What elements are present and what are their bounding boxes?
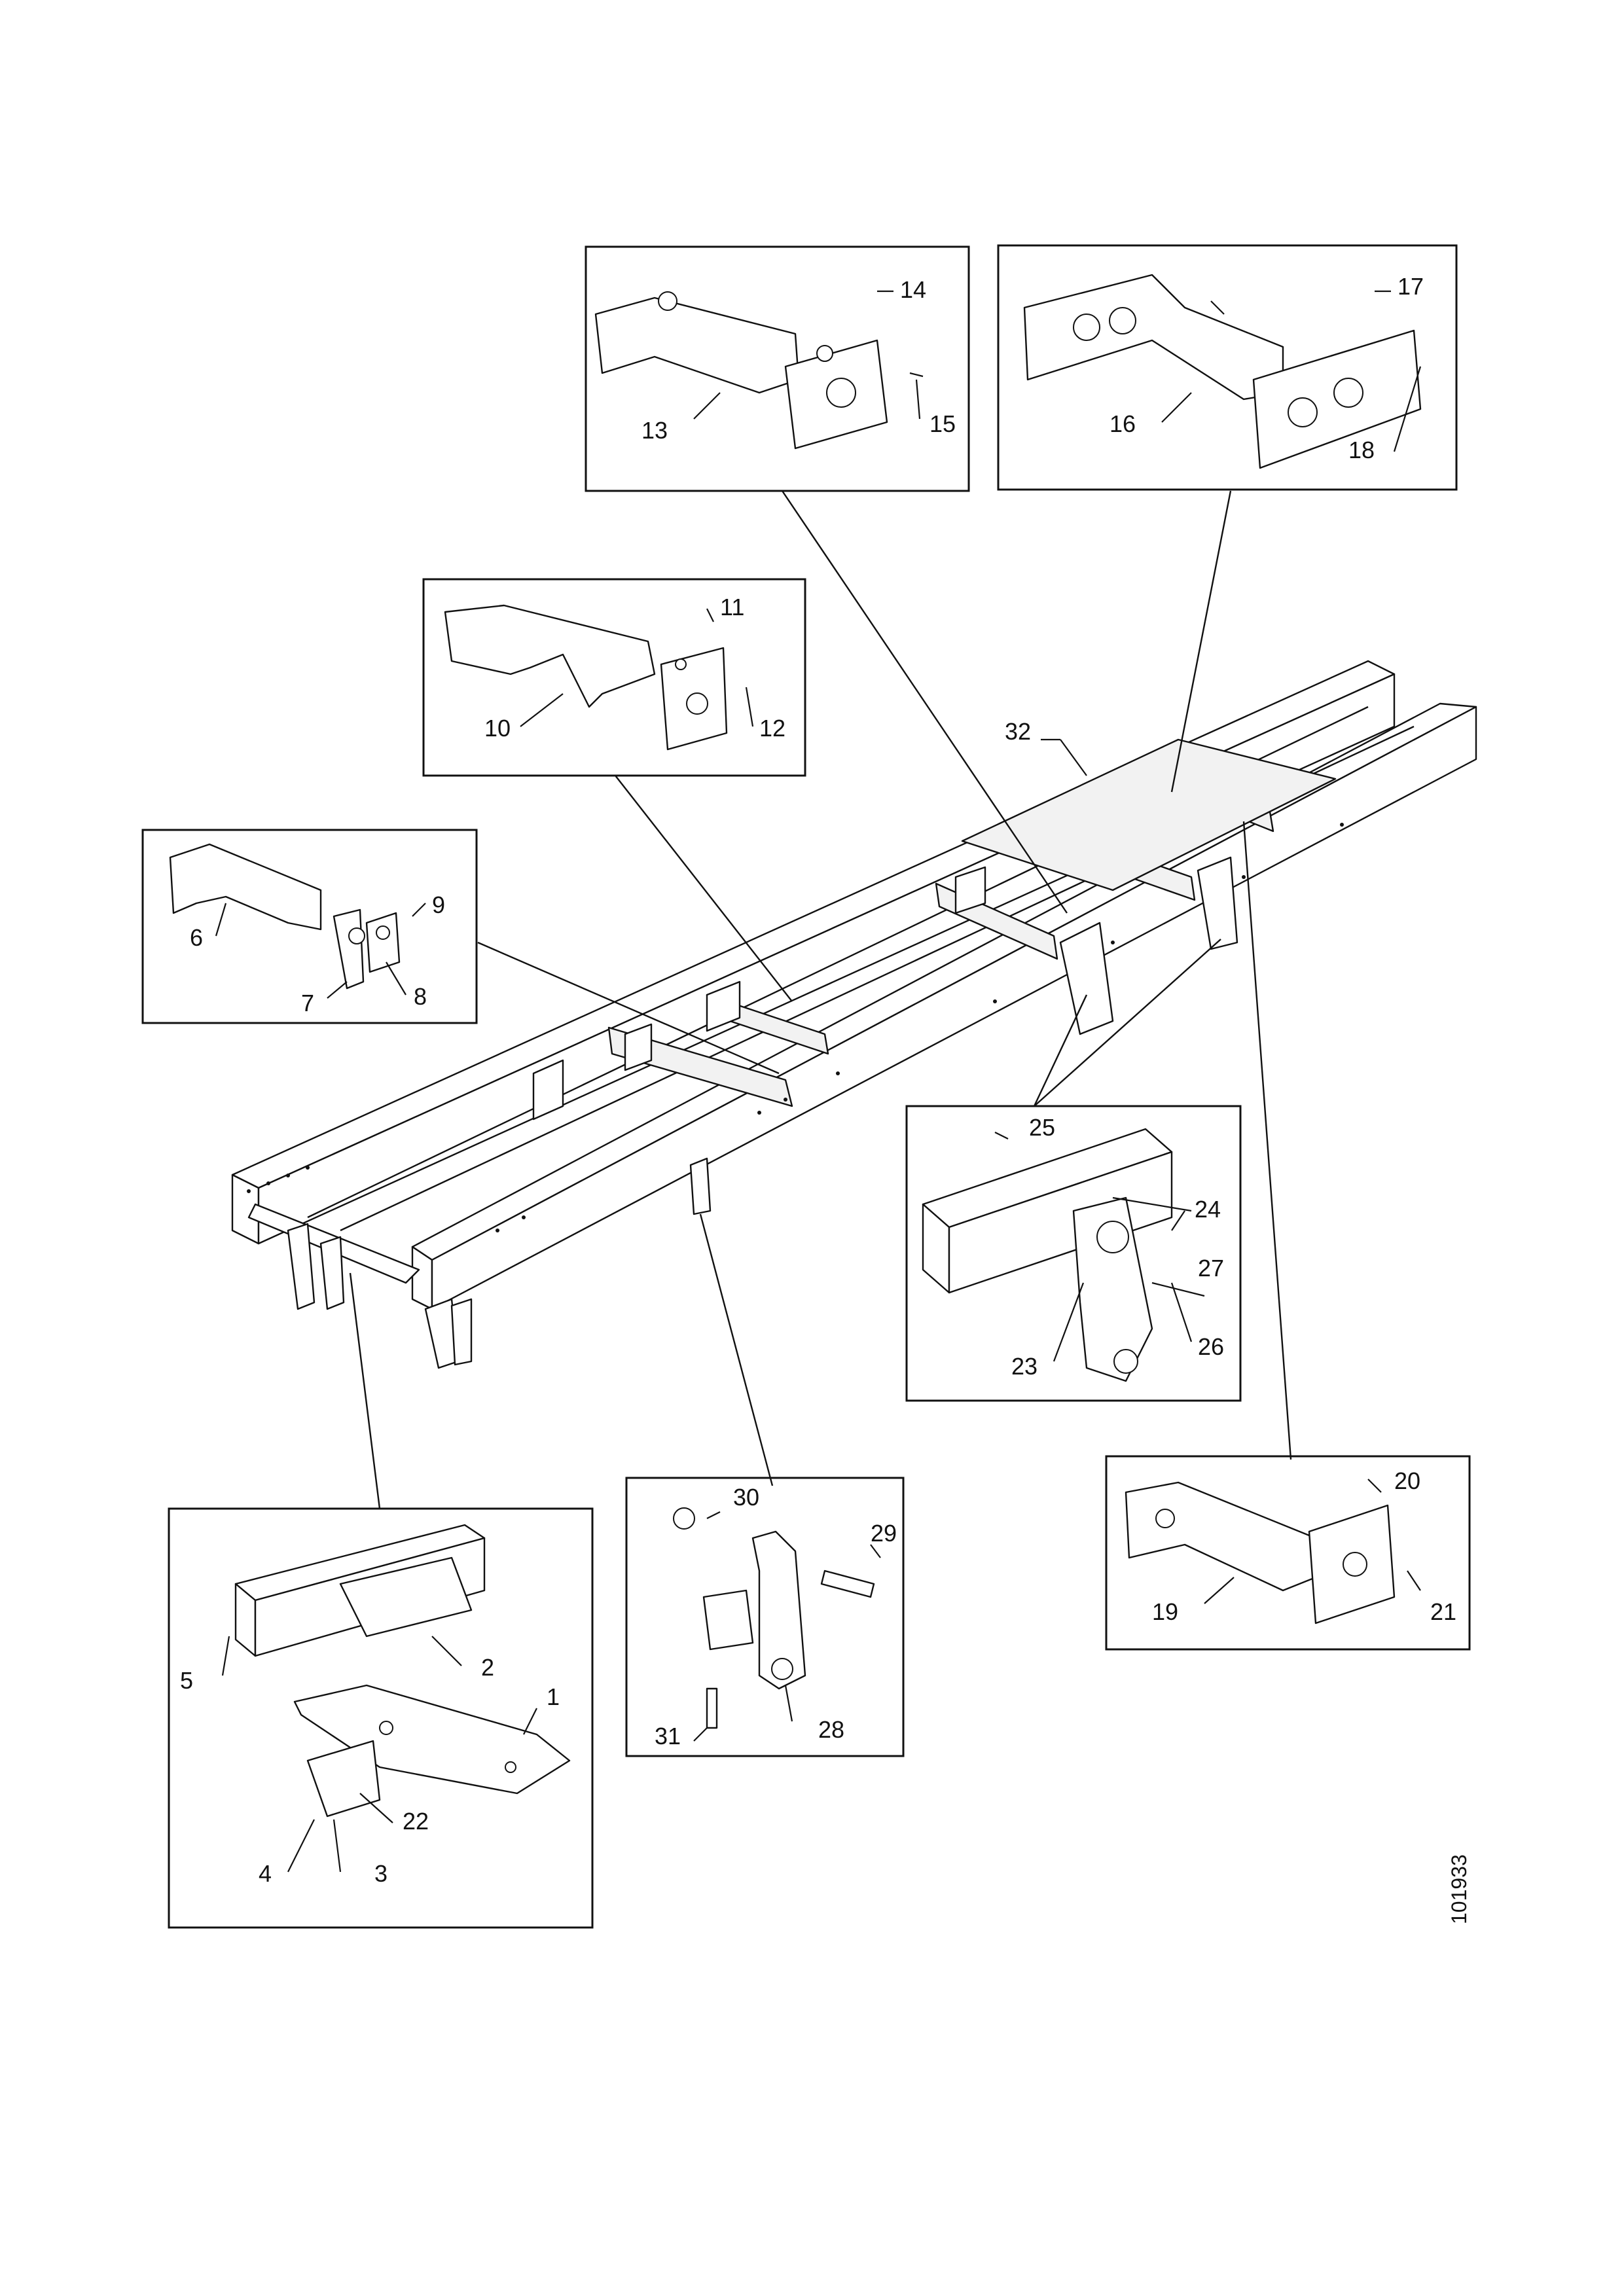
callout-31: 31 xyxy=(655,1723,681,1749)
callout-11: 11 xyxy=(720,594,744,620)
callout-6: 6 xyxy=(190,924,203,951)
callout-29: 29 xyxy=(871,1520,897,1547)
callout-labels: 1 2 3 4 5 6 7 8 9 10 11 12 13 14 15 16 1… xyxy=(180,273,1456,1887)
callout-32: 32 xyxy=(1005,718,1031,745)
callout-13: 13 xyxy=(641,417,668,444)
inset-crossmember-10-11-12 xyxy=(422,578,806,777)
callout-20: 20 xyxy=(1394,1467,1420,1494)
inset-frame-h xyxy=(168,1507,594,1929)
callout-5: 5 xyxy=(180,1667,193,1694)
callout-26: 26 xyxy=(1198,1333,1224,1360)
callout-27: 27 xyxy=(1198,1255,1224,1282)
callout-4: 4 xyxy=(259,1860,272,1887)
callout-1: 1 xyxy=(547,1683,560,1710)
callout-14: 14 xyxy=(900,276,926,303)
rail-holes xyxy=(247,823,1344,1232)
inset-frame-d xyxy=(141,829,478,1024)
callout-23: 23 xyxy=(1011,1353,1038,1380)
callout-25: 25 xyxy=(1029,1114,1055,1141)
callout-8: 8 xyxy=(414,983,427,1010)
callout-7: 7 xyxy=(301,990,314,1016)
inset-connector-lines xyxy=(349,490,1292,1509)
callout-24: 24 xyxy=(1195,1196,1221,1223)
inset-front-crossmember-1-5-22 xyxy=(168,1507,594,1929)
inset-crossmember-13-14-15 xyxy=(585,245,970,492)
inset-frame-c xyxy=(422,578,806,777)
callout-15: 15 xyxy=(929,410,956,437)
inset-frame-e xyxy=(905,1105,1242,1402)
callout-28: 28 xyxy=(818,1716,844,1743)
inset-shackle-28-31 xyxy=(625,1477,905,1757)
callout-22: 22 xyxy=(403,1808,429,1835)
callout-2: 2 xyxy=(481,1654,494,1681)
callout-18: 18 xyxy=(1348,437,1375,463)
inset-frame-g xyxy=(625,1477,905,1757)
callout-10: 10 xyxy=(484,715,511,742)
callout-9: 9 xyxy=(432,891,445,918)
inset-front-bracket-6-7-8-9 xyxy=(141,829,478,1024)
callout-19: 19 xyxy=(1152,1598,1178,1625)
reinforcement-plate-32 xyxy=(961,738,1337,891)
callout-21: 21 xyxy=(1430,1598,1456,1625)
inset-frame-a xyxy=(585,245,970,492)
inset-frame-b xyxy=(997,244,1458,491)
callout-3: 3 xyxy=(374,1860,388,1887)
inset-frame-f xyxy=(1105,1455,1471,1651)
rear-spring-hanger xyxy=(1059,922,1114,1035)
callout-30: 30 xyxy=(733,1484,759,1511)
inset-spring-hanger-23-27 xyxy=(905,1105,1242,1402)
inset-crossmember-19-20-21 xyxy=(1105,1455,1471,1651)
callout-12: 12 xyxy=(759,715,785,742)
callout-16: 16 xyxy=(1110,410,1136,437)
figure-number: 101933 xyxy=(1447,1854,1471,1924)
callout-17: 17 xyxy=(1398,273,1424,300)
inset-crossmember-16-17-18 xyxy=(997,244,1458,491)
main-chassis-frame xyxy=(231,660,1477,1369)
main-view-leaders xyxy=(994,738,1087,1139)
